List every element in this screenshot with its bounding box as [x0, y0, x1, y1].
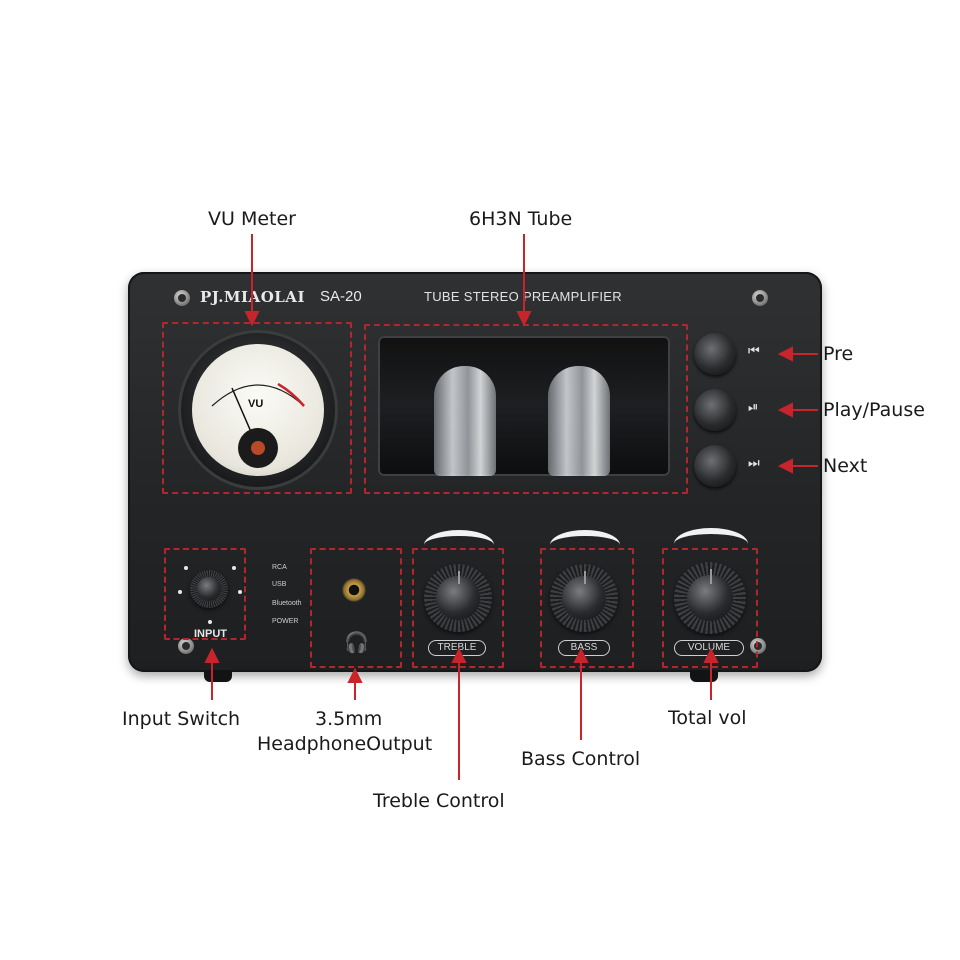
led-label-power: POWER [272, 618, 299, 625]
model-name: SA-20 [320, 288, 362, 305]
volume-label: VOLUME [674, 640, 744, 656]
input-switch-callout: Input Switch [122, 708, 241, 730]
vu-meter-callout: VU Meter [208, 208, 296, 230]
volume-knob[interactable] [674, 562, 746, 634]
headphone-region [310, 548, 402, 668]
input-led-dot [184, 566, 188, 570]
vu-scale-icon [211, 382, 305, 468]
led-label-rca: RCA [272, 564, 287, 571]
input-region [164, 548, 246, 640]
input-led-dot [208, 620, 212, 624]
tube-callout: 6H3N Tube [469, 208, 573, 230]
tube-left-icon [434, 366, 496, 476]
preamplifier-panel: PJ.MIAOLAI SA-20 TUBE STEREO PREAMPLIFIE… [128, 272, 822, 672]
play-pause-callout: Play/Pause [823, 399, 925, 421]
tube-window [378, 336, 670, 476]
input-switch-knob[interactable] [190, 570, 228, 608]
input-label: INPUT [194, 628, 227, 640]
vu-meter: VU [178, 330, 338, 490]
vu-meter-face: VU [192, 344, 324, 476]
treble-label: TREBLE [428, 640, 486, 656]
next-icon: ⏭ [748, 456, 760, 471]
screw-bottom-left [178, 638, 194, 654]
screw-top-left [174, 290, 190, 306]
treble-knob[interactable] [424, 564, 492, 632]
input-led-dot [232, 566, 236, 570]
pre-callout: Pre [823, 343, 854, 365]
vu-label: VU [248, 398, 264, 410]
headphone-callout-line1: 3.5mm [315, 708, 383, 730]
volume-callout: Total vol [668, 707, 747, 729]
previous-button[interactable] [694, 333, 736, 375]
next-button[interactable] [694, 445, 736, 487]
headphone-callout-line2: HeadphoneOutput [257, 733, 433, 755]
led-label-usb: USB [272, 581, 287, 588]
bass-label: BASS [558, 640, 610, 656]
headphone-icon: 🎧 [344, 630, 369, 654]
play-pause-icon: ⏯ [748, 400, 759, 415]
bass-knob[interactable] [550, 564, 618, 632]
next-callout: Next [823, 455, 868, 477]
treble-callout: Treble Control [373, 790, 505, 812]
volume-scale-arc [674, 528, 748, 560]
bass-scale-arc [550, 530, 620, 560]
panel-foot-right [690, 670, 718, 682]
screw-top-right [752, 290, 768, 306]
previous-icon: ⏮ [748, 344, 760, 359]
led-label-bluetooth: Bluetooth [272, 600, 302, 607]
treble-scale-arc [424, 530, 494, 560]
tube-right-icon [548, 366, 610, 476]
brand-logo: PJ.MIAOLAI [200, 288, 305, 306]
headphone-jack[interactable] [342, 578, 366, 602]
input-led-dot [238, 590, 242, 594]
bass-callout: Bass Control [521, 748, 641, 770]
play-pause-button[interactable] [694, 389, 736, 431]
screw-bottom-right [750, 638, 766, 654]
panel-foot-left [204, 670, 232, 682]
input-led-dot [178, 590, 182, 594]
panel-subtitle: TUBE STEREO PREAMPLIFIER [424, 289, 622, 304]
